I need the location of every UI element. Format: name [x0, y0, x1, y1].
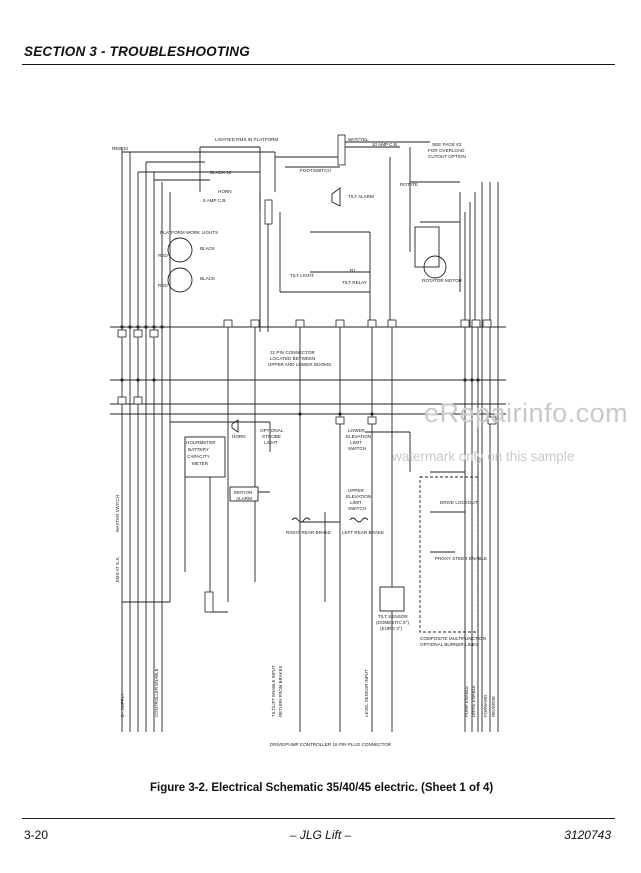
figure-caption: Figure 3-2. Electrical Schematic 35/40/4…	[150, 782, 494, 794]
doc-number: 3120743	[564, 828, 611, 842]
label-horn: HORN	[218, 189, 232, 194]
label-lower-elev-1: LOWER	[348, 428, 366, 433]
label-strobe-3: LIGHT	[264, 440, 278, 445]
label-tilt-relay: TILT RELAY	[342, 280, 367, 285]
label-bottom-9: REVERSE	[491, 696, 496, 717]
label-rotator-motor: ROTATOR MOTOR	[422, 278, 463, 283]
label-capacity: CAPACITY	[187, 454, 210, 459]
label-tilt-euro: (EURO 3°)	[380, 626, 402, 631]
label-drive-lockout: DRIVE LOCKOUT	[440, 500, 478, 505]
label-strobe-1: OPTIONAL	[260, 428, 284, 433]
label-bottom-2: CONTROLLER ENABLE	[154, 668, 159, 717]
label-10amp: 10 AMP C.B.	[372, 142, 398, 147]
watermark-main: eRepairinfo.com	[424, 398, 629, 428]
label-pin21-3: UPPER AND LOWER BOOMS.	[268, 362, 332, 367]
label-wht-yel: WHT/YEL	[348, 137, 369, 142]
label-meter: METER	[192, 461, 209, 466]
label-red-a: RED	[158, 253, 168, 258]
label-footswitch: FOOTSWITCH	[300, 168, 331, 173]
label-black-a: BLACK	[200, 246, 216, 251]
label-platform-work-lights: PLATFORM WORK LIGHTS	[160, 230, 218, 235]
label-see-page: SEE PAGE #2	[432, 142, 462, 147]
label-upper-elev-4: SWITCH	[348, 506, 366, 511]
label-bottom-5: LEVEL SENSOR INPUT	[364, 669, 369, 717]
label-upper-elev-1: UPPER	[348, 488, 365, 493]
label-bottom-3: TILT/LIFT ENABLE INPUT	[271, 665, 276, 717]
label-red10: RED 10	[112, 146, 129, 151]
label-tilt-deg: (DOMESTIC 5°)	[376, 620, 409, 625]
label-lower-elev-2: ELEVATION	[346, 434, 371, 439]
label-5amp: 5 AMP C.B.	[203, 198, 227, 203]
label-tilt-light: TILT LIGHT	[290, 273, 314, 278]
label-master-switch: MASTER SWITCH	[115, 495, 120, 532]
label-bottom-6: PUMP ENABLE	[464, 686, 469, 717]
footer-center: – JLG Lift –	[289, 828, 352, 842]
label-bottom-7: DRIVE ENABLE	[471, 685, 476, 717]
label-rotate: ROTATE	[400, 182, 418, 187]
label-upper-elev-3: LIMIT	[350, 500, 362, 505]
label-composite-2: OPTIONAL BURNER LINES	[420, 642, 478, 647]
electrical-schematic: LIGHTED RMS IN PLATFORM RED 10 BLACK 10 …	[110, 134, 506, 747]
label-tilt-sensor: TILT SENSOR	[378, 614, 408, 619]
label-lighted-rms: LIGHTED RMS IN PLATFORM	[215, 137, 278, 142]
label-bottom-8: FORWARD	[483, 695, 488, 717]
label-black10: BLACK 10	[210, 170, 232, 175]
label-hourmeter: HOURMETER	[186, 440, 216, 445]
label-steer-enable: PROXY STEER ENABLE	[435, 556, 487, 561]
label-lower-elev-4: SWITCH	[348, 446, 366, 451]
label-lower-elev-3: LIMIT	[350, 440, 362, 445]
label-tilt-alarm: TILT ALARM	[348, 194, 374, 199]
header-rule	[22, 64, 615, 65]
label-black-b: BLACK	[200, 276, 216, 281]
label-red-b: RED	[158, 283, 168, 288]
watermark-sub: watermark only on this sample	[392, 449, 575, 464]
label-horn-lower: HORN	[232, 434, 246, 439]
label-pin21-2: LOCATED BETWEEN	[270, 356, 315, 361]
label-bottom-1: B+ SUPPLY	[120, 693, 125, 717]
label-strobe-2: STROBE	[262, 434, 281, 439]
label-r1: R1	[350, 268, 356, 273]
section-title: SECTION 3 - TROUBLESHOOTING	[24, 44, 250, 59]
label-connector: DRIVE/PUMP CONTROLLER 16 PIN PLUG CONNEC…	[270, 742, 392, 747]
label-battery: BATTERY	[188, 447, 209, 452]
label-upper-elev-2: ELEVATION	[346, 494, 371, 499]
page-number: 3-20	[24, 828, 49, 842]
label-bottom-4: RETURN FROM BRAKES	[278, 665, 283, 717]
label-motion-1: MOTION	[234, 490, 252, 495]
label-pin21-1: 21 PIN CONNECTOR	[270, 350, 316, 355]
label-for-overload: FOR OVERLOAD	[428, 148, 465, 153]
label-composite: COMPOSITE MULTIFUNCTION	[420, 636, 486, 641]
label-right-brake: RIGHT REAR BRAKE	[286, 530, 331, 535]
label-cutout: CUTOUT OPTION	[428, 154, 466, 159]
label-motion-2: ALARM	[236, 496, 252, 501]
label-left-brake: LEFT REAR BRAKE	[342, 530, 384, 535]
label-ems: EMS AT G.S.	[115, 556, 120, 582]
footer-rule	[22, 818, 615, 819]
